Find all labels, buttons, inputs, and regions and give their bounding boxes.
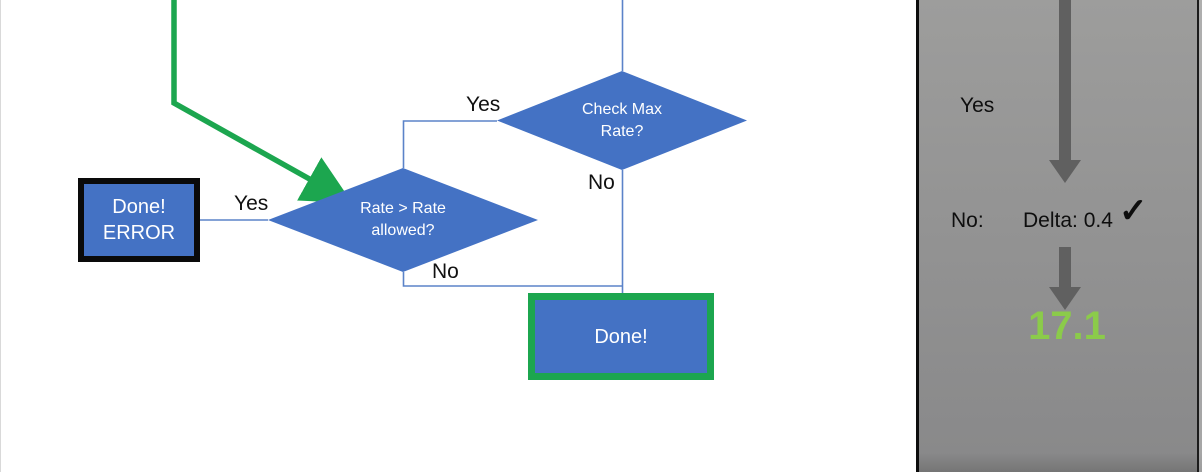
panel-right-edge — [1199, 0, 1202, 472]
panel-right-border-line — [1197, 0, 1199, 472]
edge-label-check-max-no: No — [588, 171, 615, 194]
panel-no-label: No: — [951, 209, 984, 232]
slide-edge-line — [0, 0, 1, 472]
checkmark-icon: ✓ — [1119, 192, 1148, 230]
grayed-next-step-panel: Yes No: Delta: 0.4 ✓ 17.1 — [916, 0, 1202, 472]
panel-yes-label: Yes — [960, 94, 995, 117]
edge-label-check-max-yes: Yes — [466, 93, 501, 116]
down-arrow-head-icon — [1049, 160, 1081, 183]
edge-label-rate-allowed-no: No — [432, 260, 459, 283]
check-max-diamond-label: Check Max Rate? — [581, 101, 663, 140]
done-error-box[interactable]: Done! ERROR — [78, 178, 200, 262]
down-arrow-head-icon — [1049, 287, 1081, 310]
result-value: 17.1 — [1028, 304, 1106, 348]
panel-delta-value: Delta: 0.4 — [1023, 209, 1113, 232]
done-success-box[interactable]: Done! — [528, 293, 714, 380]
down-arrow-icon — [1059, 0, 1071, 160]
flow-connectors — [200, 0, 624, 293]
edge-label-rate-allowed-yes: Yes — [234, 192, 269, 215]
down-arrow-icon — [1059, 247, 1071, 287]
rate-allowed-diamond-label: Rate > Rate allowed? — [360, 200, 446, 239]
decision-diamond-check-max[interactable] — [497, 71, 747, 170]
green-flow-arrow — [171, 0, 353, 204]
decision-diamond-rate-allowed[interactable] — [268, 168, 538, 272]
